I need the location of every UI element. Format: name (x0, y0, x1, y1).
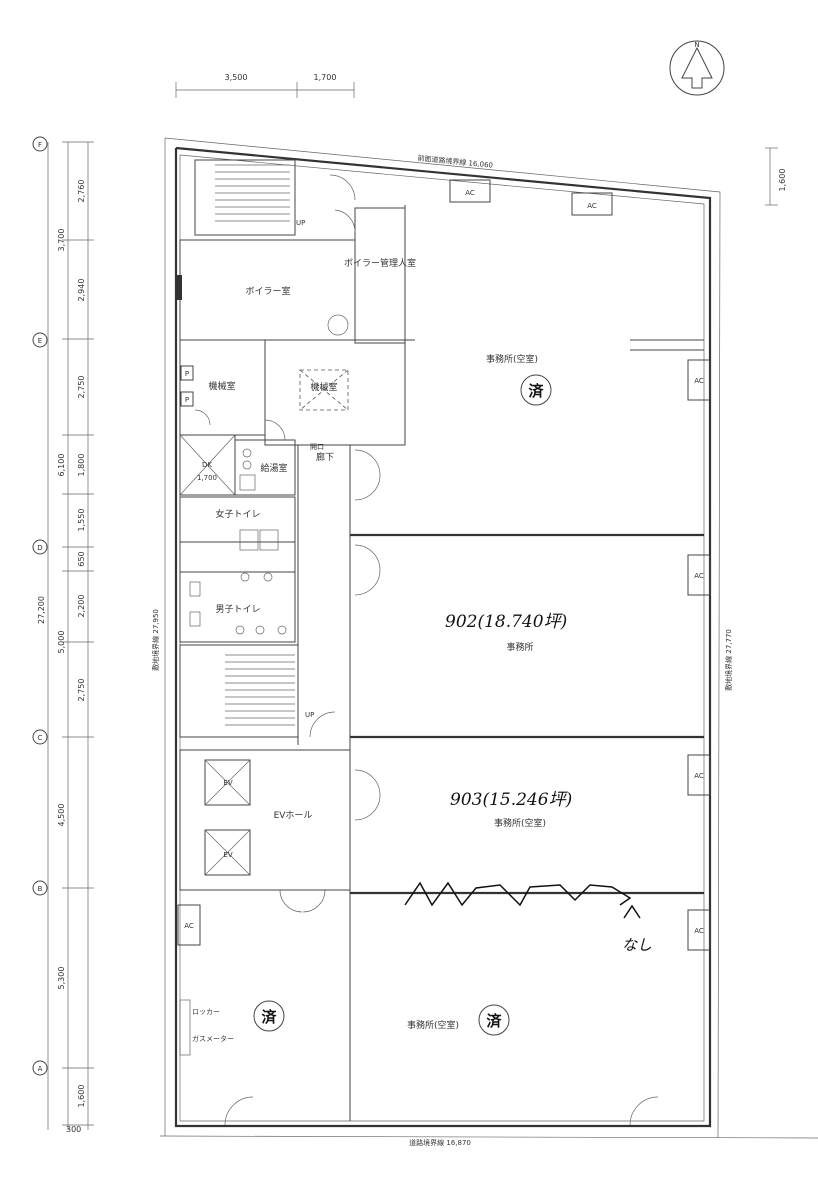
right-dim: 1,600 (778, 169, 787, 192)
dim-inner-8: 2,750 (77, 679, 86, 702)
boundary-bottom-label: 道路境界線 16,870 (409, 1138, 471, 1147)
grid-label-a: A (38, 1065, 43, 1073)
grid-label-e: E (38, 337, 42, 345)
boundary-left-label: 敷地境界線 27,950 (151, 609, 160, 671)
grid-label-b: B (38, 885, 43, 893)
dim-total: 27,200 (37, 596, 46, 624)
north-arrow-icon: N (669, 40, 725, 96)
ps-label: P (185, 370, 189, 378)
kitchenette-label: 給湯室 (260, 462, 287, 474)
dim-outer-4: 4,500 (57, 804, 66, 827)
north-label: N (694, 41, 699, 49)
machine-room-2-label: 機械室 (310, 381, 337, 393)
ac-label: AC (587, 202, 597, 210)
dim-inner-7: 2,200 (77, 595, 86, 618)
machine-room-1-label: 機械室 (208, 380, 235, 392)
top-dim-1: 3,500 (225, 73, 248, 82)
unit-902-note: 902(18.740坪) (445, 612, 567, 632)
stamp-text: 済 (486, 1012, 502, 1030)
locker-label: ロッカー (192, 1008, 220, 1016)
dim-inner-1: 2,760 (77, 180, 86, 203)
core-partitions (179, 159, 704, 1121)
up-label: UP (296, 219, 305, 227)
grid-label-d: D (37, 544, 42, 552)
dk-dim-label: 1,700 (197, 474, 217, 482)
grid-label-f: F (38, 141, 42, 149)
dim-inner-6: 650 (77, 551, 86, 566)
womens-toilet-label: 女子トイレ (215, 508, 260, 520)
stamp-mark (253, 1000, 285, 1032)
ac-unit (449, 179, 491, 203)
gas-meter-label: ガスメーター (192, 1034, 234, 1043)
boundary-top-label: 前面道路境界線 16,060 (417, 153, 493, 169)
dim-outer-2: 6,100 (57, 454, 66, 477)
ps-label: P (185, 396, 189, 404)
ac-label: AC (694, 377, 704, 385)
left-dimensions: 3,700 6,100 5,000 4,500 5,300 27,200 2,7… (37, 141, 94, 1134)
corridor-label: 廊下 (316, 451, 334, 463)
ac-unit (177, 904, 201, 946)
stamps: 済 済 済 (253, 374, 552, 1036)
unit-903-note: 903(15.246坪) (450, 790, 572, 810)
grid-markers: F E D C B A (32, 136, 48, 1076)
ac-label: AC (694, 927, 704, 935)
opening-label: 開口 (310, 443, 324, 451)
office-902-label: 事務所 (506, 641, 533, 653)
dim-inner-10: 300 (66, 1125, 81, 1134)
door-swings (194, 174, 659, 1126)
ev-label: EV (223, 779, 232, 787)
handwritten-annotations: 902(18.740坪) 903(15.246坪) なし (404, 612, 652, 954)
ac-unit (571, 192, 613, 216)
stamp-mark (478, 1004, 510, 1036)
room-labels: ボイラー室 ボイラー管理人室 機械室 機械室 給湯室 廊下 女子トイレ 男子トイ… (208, 257, 546, 1031)
ac-label: AC (184, 922, 194, 930)
ac-unit (687, 554, 711, 596)
top-dimension: 3,500 1,700 (175, 73, 355, 98)
boundary-right-label: 敷地境界線 27,770 (724, 629, 733, 691)
ev-label: EV (223, 851, 232, 859)
right-dimension: 1,600 (765, 147, 787, 206)
ac-unit (687, 754, 711, 796)
ac-label: AC (694, 572, 704, 580)
ac-label: AC (694, 772, 704, 780)
top-dim-2: 1,700 (314, 73, 337, 82)
boiler-room-label: ボイラー室 (245, 285, 290, 297)
dk-label: DK (202, 461, 212, 469)
dim-outer-3: 5,000 (57, 631, 66, 654)
mens-toilet-label: 男子トイレ (215, 604, 260, 615)
ev-hall-label: EVホール (274, 810, 313, 821)
stamp-mark (520, 374, 552, 406)
ac-unit (687, 909, 711, 951)
dim-outer-1: 3,700 (57, 229, 66, 252)
up-label: UP (305, 711, 314, 719)
grid-label-c: C (38, 734, 43, 742)
stamp-text: 済 (261, 1008, 277, 1026)
ac-units: AC AC AC AC AC AC AC (177, 179, 711, 951)
ac-label: AC (465, 189, 475, 197)
fixture-labels: UP UP P P DK 1,700 EV EV 開口 ロッカー ガスメーター (176, 219, 324, 1056)
stair-treads (215, 164, 295, 726)
ac-unit (687, 359, 711, 401)
dim-inner-3: 2,750 (77, 376, 86, 399)
dim-inner-5: 1,550 (77, 509, 86, 532)
dim-inner-2: 2,940 (77, 279, 86, 302)
office-901-label: 事務所(空室) (486, 353, 538, 365)
office-904-label: 事務所(空室) (407, 1019, 459, 1031)
dim-inner-4: 1,800 (77, 454, 86, 477)
office-903-label: 事務所(空室) (494, 817, 546, 829)
nashi-note: なし (622, 936, 652, 954)
stamp-text: 済 (528, 382, 544, 400)
boiler-manager-room-label: ボイラー管理人室 (344, 257, 416, 269)
dim-inner-9: 1,600 (77, 1085, 86, 1108)
dim-outer-5: 5,300 (57, 967, 66, 990)
